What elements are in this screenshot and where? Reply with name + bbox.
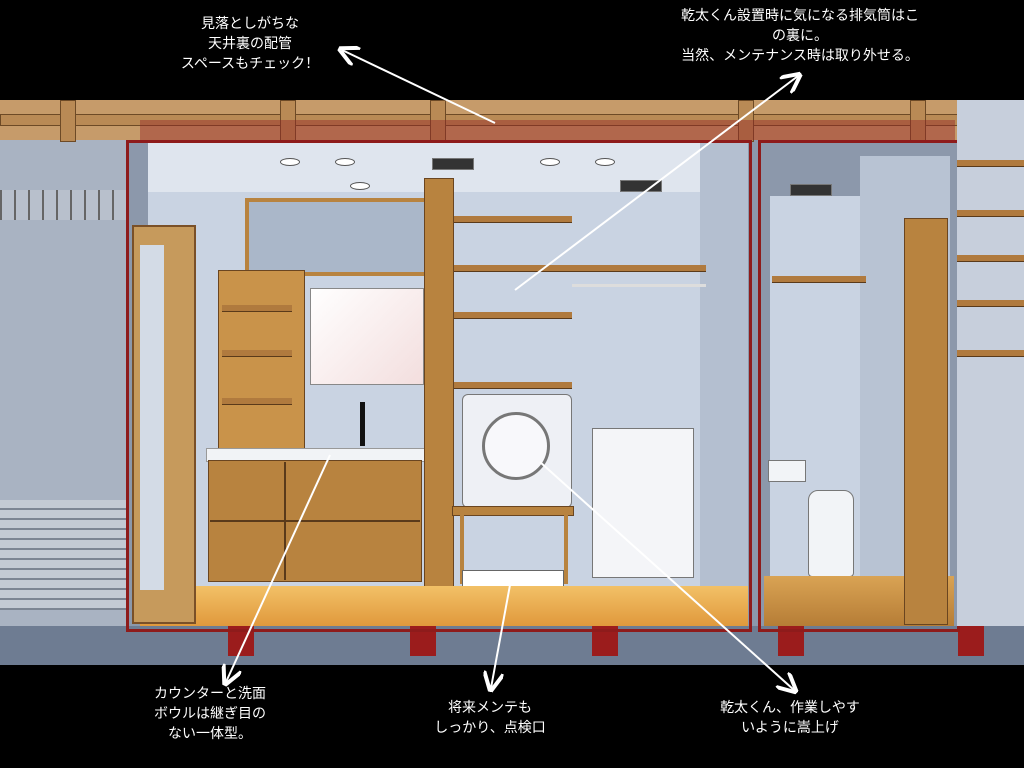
toilet[interactable] [808, 490, 854, 577]
shelf [454, 216, 572, 223]
cabinet-divider [210, 520, 420, 522]
annotation-ceiling-piping: 見落としがちな 天井裏の配管 スペースもチェック！ [180, 16, 320, 72]
shelf [454, 382, 572, 389]
faucet [360, 402, 365, 446]
shelf [454, 265, 706, 272]
floor [140, 586, 748, 626]
shelf [222, 305, 292, 312]
annotation-raised-platform: 乾太くん、作業しやす いように嵩上げ [720, 700, 860, 736]
raised-platform [452, 506, 574, 516]
platform-leg [460, 514, 464, 584]
arrow-hatch [491, 584, 511, 688]
hanging-rod [572, 284, 706, 287]
toilet-door[interactable] [904, 218, 948, 625]
stair-area [957, 100, 1024, 626]
ceiling-vent [620, 180, 662, 192]
arrow-exhaust [514, 76, 798, 291]
beam [60, 100, 76, 142]
wood-pillar [424, 178, 454, 590]
mirror [310, 288, 424, 385]
main-room-frame [126, 140, 752, 632]
railing [0, 190, 128, 220]
downlight [595, 158, 615, 166]
side-wall [700, 142, 748, 592]
arrow-dryer [539, 461, 794, 690]
annotation-inspection-hatch: 将来メンテも しっかり、点検口 [434, 700, 546, 736]
floor-support [958, 626, 984, 656]
stair-tread [957, 160, 1024, 167]
annotation-counter-bowl: カウンターと洗面 ボウルは継ぎ目の ない一体型。 [154, 686, 266, 742]
exterior-siding [0, 500, 128, 610]
ceiling-vent [432, 158, 474, 170]
foundation [0, 626, 1024, 665]
stair-tread [957, 300, 1024, 307]
wall-shelf-unit [218, 270, 305, 452]
dryer-door[interactable] [482, 412, 550, 480]
stair-tread [957, 350, 1024, 357]
door-glass [140, 245, 164, 590]
room-cutaway-render [0, 100, 1024, 665]
washing-machine[interactable] [592, 428, 694, 578]
shelf [222, 398, 292, 405]
beam [0, 114, 1024, 126]
window [245, 198, 431, 276]
arrow-counter [226, 454, 331, 682]
downlight [540, 158, 560, 166]
downlight [335, 158, 355, 166]
downlight [350, 182, 370, 190]
stair-tread [957, 255, 1024, 262]
shelf [454, 312, 572, 319]
stair-tread [957, 210, 1024, 217]
arrow-ceiling [342, 50, 496, 124]
hand-basin[interactable] [768, 460, 806, 482]
downlight [280, 158, 300, 166]
shelf [772, 276, 866, 283]
annotation-exhaust-pipe: 乾太くん設置時に気になる排気筒はこ の裏に。 当然、メンテナンス時は取り外せる。 [681, 8, 919, 64]
shelf [222, 350, 292, 357]
ceiling-space-highlight [140, 120, 955, 140]
ceiling-vent [790, 184, 832, 196]
platform-leg [564, 514, 568, 584]
